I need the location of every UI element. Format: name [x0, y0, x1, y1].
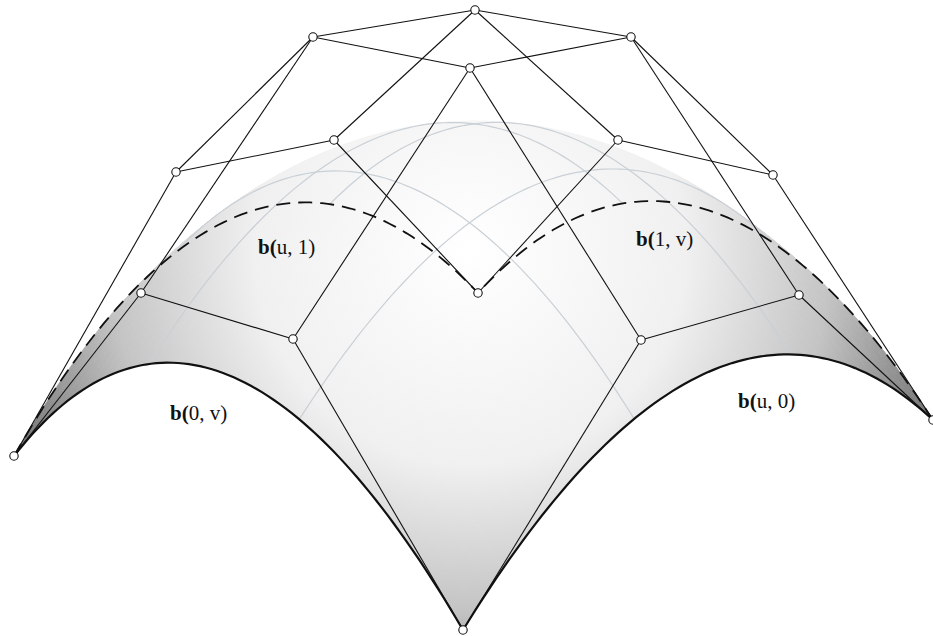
control-point [769, 171, 777, 179]
control-point [172, 168, 180, 176]
control-polygon-edge [478, 140, 618, 293]
boundary-curve [463, 354, 933, 630]
control-point [289, 335, 297, 343]
control-point [309, 33, 317, 41]
control-point [614, 136, 622, 144]
iso-line [149, 123, 623, 364]
control-polygon-edge [631, 37, 773, 175]
control-polygon-edge [470, 37, 631, 68]
control-polygon-edge [313, 37, 470, 68]
control-polygon-edge [14, 293, 141, 456]
surface-patch [722, 210, 744, 225]
control-polygon-edge [799, 295, 933, 420]
iso-lines [149, 122, 791, 419]
control-polygon-edge [470, 68, 641, 340]
control-polygon-edge [334, 140, 478, 293]
control-net [10, 6, 933, 634]
boundary-curve [14, 363, 463, 630]
surface-patch [830, 298, 852, 320]
control-polygon-edge [773, 175, 933, 420]
control-point [471, 6, 479, 14]
control-point [466, 64, 474, 72]
surface [14, 121, 933, 630]
boundary-curve [478, 201, 933, 420]
control-point [637, 336, 645, 344]
control-polygon-edge [14, 172, 176, 456]
control-point [137, 289, 145, 297]
control-polygon-edge [293, 68, 470, 339]
control-point [627, 33, 635, 41]
curve-label: b(1, v) [636, 228, 693, 251]
control-polygon-edge [176, 140, 334, 172]
boundary-curve [14, 202, 478, 456]
curve-label: b(0, v) [170, 402, 227, 425]
iso-line [330, 122, 791, 354]
control-polygon-edge [176, 37, 313, 172]
boundary-curves [14, 201, 933, 630]
surface-patch [865, 335, 887, 359]
curve-label: b(u, 0) [738, 390, 795, 413]
control-point [474, 289, 482, 297]
control-point [330, 136, 338, 144]
surface-patch [206, 215, 228, 232]
control-polygon-edge [618, 140, 773, 175]
control-polygon-edge [334, 10, 475, 140]
curve-label: b(u, 1) [258, 236, 315, 259]
control-polygon-edge [141, 293, 293, 339]
control-point [795, 291, 803, 299]
control-point [10, 452, 18, 460]
control-polygon-edge [475, 10, 631, 37]
iso-line [299, 169, 775, 419]
control-polygon-edge [641, 295, 799, 340]
control-polygon-edge [475, 10, 618, 140]
control-point [459, 626, 467, 634]
control-polygon-edge [463, 340, 641, 630]
control-polygon-edge [293, 339, 463, 630]
control-polygon-edge [631, 37, 799, 295]
control-point [929, 416, 933, 424]
